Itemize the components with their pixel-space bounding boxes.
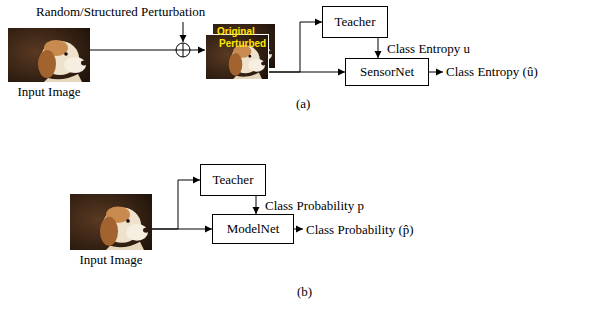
connector-arrow <box>152 180 200 229</box>
output-label: Class Entropy (û) <box>446 64 538 79</box>
perturbation-label: Random/Structured Perturbation <box>36 4 205 19</box>
sensornet-box: SensorNet <box>345 58 429 86</box>
output-arrow <box>429 72 443 73</box>
dog-photo <box>70 194 152 250</box>
image-caption: Input Image <box>79 252 142 268</box>
image-caption: Input Image <box>17 84 80 100</box>
perturbed-images: OriginalPerturbed <box>205 24 275 80</box>
panel-label: (b) <box>297 284 312 299</box>
teacher-box: Teacher <box>322 6 388 38</box>
output-label: Class Probability (p̂) <box>306 222 414 237</box>
edge-label: Class Probability p <box>264 198 365 213</box>
connector-arrow <box>256 196 257 214</box>
output-arrow <box>294 229 303 230</box>
dog-photo <box>8 28 90 82</box>
input-image: Input Image <box>70 194 152 250</box>
node-title: Teacher <box>213 172 254 188</box>
node-title: SensorNet <box>360 64 414 80</box>
panel-label: (a) <box>296 96 310 111</box>
node-title: ModelNet <box>227 221 280 237</box>
modelnet-box: ModelNet <box>212 214 294 244</box>
connector-arrow <box>90 50 205 51</box>
connector-arrow <box>269 22 322 72</box>
teacher-box: Teacher <box>200 164 266 196</box>
edge-label: Class Entropy u <box>386 41 471 56</box>
sum-symbol <box>176 43 190 57</box>
connector-arrow <box>269 72 345 73</box>
connector-arrow <box>152 229 212 230</box>
image-tag: Original <box>217 26 255 37</box>
image-tag: Perturbed <box>219 38 266 49</box>
connector-arrow <box>378 38 379 58</box>
node-title: Teacher <box>335 14 376 30</box>
input-image: Input Image <box>8 28 90 82</box>
perturbation-arrow <box>183 22 184 42</box>
